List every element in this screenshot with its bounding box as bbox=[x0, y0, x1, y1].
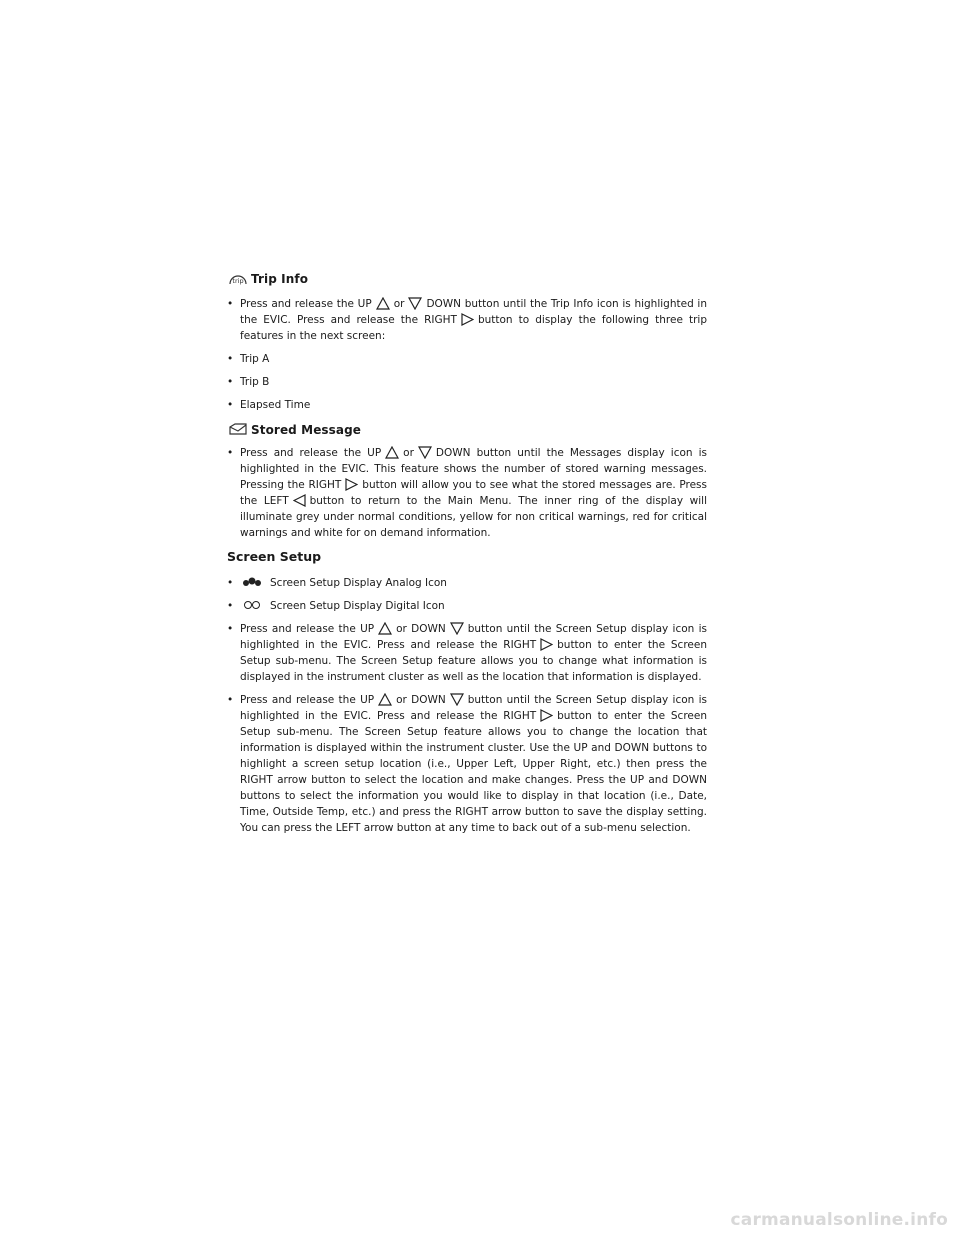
down-arrow-icon bbox=[417, 446, 432, 459]
page-content: trip Trip Info • Press and release the U… bbox=[227, 268, 707, 843]
message-icon bbox=[227, 422, 249, 438]
svg-text:trip: trip bbox=[232, 277, 243, 285]
trip-icon: trip bbox=[227, 271, 249, 287]
right-arrow-icon bbox=[540, 709, 554, 722]
list-item: • Trip A bbox=[227, 353, 270, 365]
bullet-dot: • bbox=[227, 399, 234, 411]
list-item: • Screen Setup Display Digital Icon bbox=[227, 599, 445, 612]
list-item: • Screen Setup Display Analog Icon bbox=[227, 576, 447, 589]
bullet-dot: • bbox=[227, 623, 234, 635]
up-arrow-icon bbox=[375, 297, 390, 310]
list-item: • Trip B bbox=[227, 376, 270, 388]
up-arrow-icon bbox=[378, 693, 393, 706]
right-arrow-icon bbox=[345, 478, 359, 491]
analog-display-icon bbox=[242, 576, 262, 586]
up-arrow-icon bbox=[378, 622, 393, 635]
bullet-dot: • bbox=[227, 577, 234, 589]
bullet-dot: • bbox=[227, 353, 234, 365]
stored-message-title: Stored Message bbox=[251, 423, 362, 437]
digital-display-icon bbox=[242, 599, 262, 609]
trip-info-heading: trip Trip Info bbox=[227, 268, 707, 290]
right-arrow-icon bbox=[461, 313, 474, 326]
trip-info-title: Trip Info bbox=[251, 272, 309, 286]
bullet-dot: • bbox=[227, 298, 234, 310]
bullet-dot: • bbox=[227, 694, 234, 706]
list-item: • Elapsed Time bbox=[227, 399, 311, 411]
down-arrow-icon bbox=[408, 297, 423, 310]
down-arrow-icon bbox=[449, 693, 464, 706]
bullet-dot: • bbox=[227, 600, 234, 612]
stored-message-heading: Stored Message bbox=[227, 419, 707, 441]
down-arrow-icon bbox=[449, 622, 464, 635]
bullet-dot: • bbox=[227, 447, 234, 459]
bullet-dot: • bbox=[227, 376, 234, 388]
right-arrow-icon bbox=[540, 638, 554, 651]
up-arrow-icon bbox=[385, 446, 400, 459]
screen-setup-heading: Screen Setup bbox=[227, 549, 322, 564]
left-arrow-icon bbox=[292, 494, 306, 507]
watermark: carmanualsonline.info bbox=[730, 1210, 948, 1230]
